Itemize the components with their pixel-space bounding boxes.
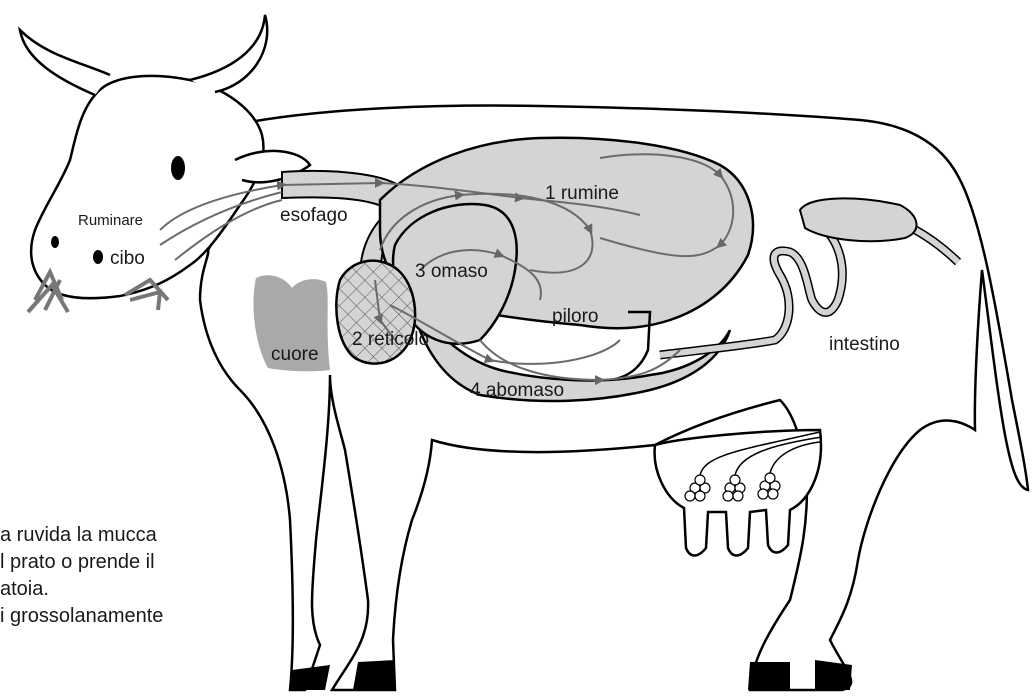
- nostril-right: [93, 250, 103, 264]
- label-reticolo: 2 reticolo: [352, 329, 429, 350]
- side-text-line-4: i grossolanamente: [0, 603, 245, 630]
- label-esofago: esofago: [280, 205, 348, 226]
- hoof-2: [353, 660, 395, 690]
- label-abomaso: 4 abomaso: [470, 380, 564, 401]
- label-rumine: 1 rumine: [545, 183, 619, 204]
- side-paragraph: a ruvida la mucca l prato o prende il at…: [0, 522, 245, 630]
- side-text-line-2: l prato o prende il: [0, 549, 245, 576]
- label-omaso: 3 omaso: [415, 261, 488, 282]
- label-cibo: cibo: [110, 248, 145, 269]
- label-cuore: cuore: [271, 344, 319, 365]
- hoof-3: [748, 662, 790, 690]
- label-piloro: piloro: [552, 306, 598, 327]
- eye: [171, 156, 185, 180]
- right-horn: [190, 15, 267, 92]
- side-text-line-3: atoia.: [0, 576, 245, 603]
- label-intestino: intestino: [829, 334, 900, 355]
- nostril-left: [51, 236, 59, 248]
- hoof-4: [815, 660, 852, 690]
- label-ruminare: Ruminare: [78, 212, 143, 229]
- mammary-glands: [685, 473, 780, 501]
- left-horn: [20, 30, 110, 95]
- side-text-line-1: a ruvida la mucca: [0, 522, 245, 549]
